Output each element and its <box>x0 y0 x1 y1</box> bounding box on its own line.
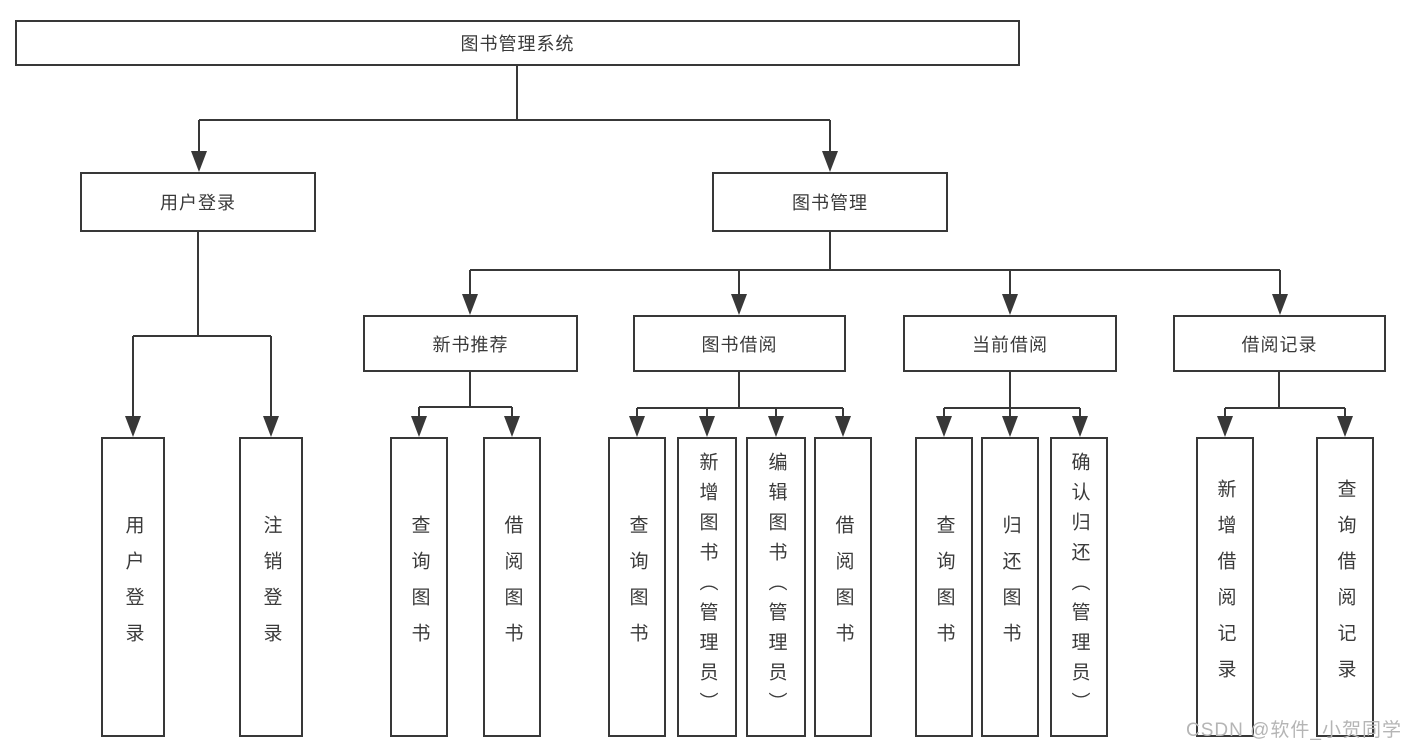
node-current-borrow-label: 当前借阅 <box>972 334 1048 355</box>
node-book-management-label: 图书管理 <box>792 193 868 213</box>
node-current-borrow: 当前借阅 <box>903 315 1117 372</box>
leaf-confirm-return-admin-label: 确认归还（管理员） <box>1068 452 1090 722</box>
leaf-edit-book-admin: 编辑图书（管理员） <box>746 437 806 737</box>
leaf-borrow-books-1-label: 借阅图书 <box>501 515 523 659</box>
leaf-confirm-return-admin: 确认归还（管理员） <box>1050 437 1108 737</box>
leaf-borrow-books-2-label: 借阅图书 <box>832 515 854 659</box>
leaf-query-books-1: 查询图书 <box>390 437 448 737</box>
leaf-query-borrow-record: 查询借阅记录 <box>1316 437 1374 737</box>
leaf-add-book-admin: 新增图书（管理员） <box>677 437 737 737</box>
node-book-borrow: 图书借阅 <box>633 315 846 372</box>
leaf-query-borrow-record-label: 查询借阅记录 <box>1334 479 1356 695</box>
leaf-add-borrow-record-label: 新增借阅记录 <box>1214 479 1236 695</box>
leaf-query-books-3-label: 查询图书 <box>933 515 955 659</box>
node-new-book-recommend: 新书推荐 <box>363 315 578 372</box>
node-borrow-records: 借阅记录 <box>1173 315 1386 372</box>
node-user-login-label: 用户登录 <box>160 193 236 213</box>
watermark-text: CSDN @软件_小贺同学 <box>1186 720 1402 741</box>
leaf-query-books-3: 查询图书 <box>915 437 973 737</box>
leaf-add-book-admin-label: 新增图书（管理员） <box>696 452 718 722</box>
leaf-user-login: 用户登录 <box>101 437 165 737</box>
node-book-management: 图书管理 <box>712 172 948 232</box>
node-book-borrow-label: 图书借阅 <box>701 334 778 355</box>
node-user-login: 用户登录 <box>80 172 316 232</box>
leaf-query-books-1-label: 查询图书 <box>408 515 430 659</box>
leaf-query-books-2: 查询图书 <box>608 437 666 737</box>
node-borrow-records-label: 借阅记录 <box>1241 334 1318 355</box>
leaf-borrow-books-1: 借阅图书 <box>483 437 541 737</box>
leaf-add-borrow-record: 新增借阅记录 <box>1196 437 1254 737</box>
node-new-book-recommend-label: 新书推荐 <box>432 334 509 355</box>
node-root: 图书管理系统 <box>15 20 1020 66</box>
leaf-query-books-2-label: 查询图书 <box>626 515 648 659</box>
leaf-logout: 注销登录 <box>239 437 303 737</box>
leaf-return-book: 归还图书 <box>981 437 1039 737</box>
leaf-borrow-books-2: 借阅图书 <box>814 437 872 737</box>
leaf-edit-book-admin-label: 编辑图书（管理员） <box>765 452 787 722</box>
leaf-return-book-label: 归还图书 <box>999 515 1021 659</box>
node-root-label: 图书管理系统 <box>460 34 575 54</box>
leaf-logout-label: 注销登录 <box>260 515 282 659</box>
leaf-user-login-label: 用户登录 <box>122 515 144 659</box>
